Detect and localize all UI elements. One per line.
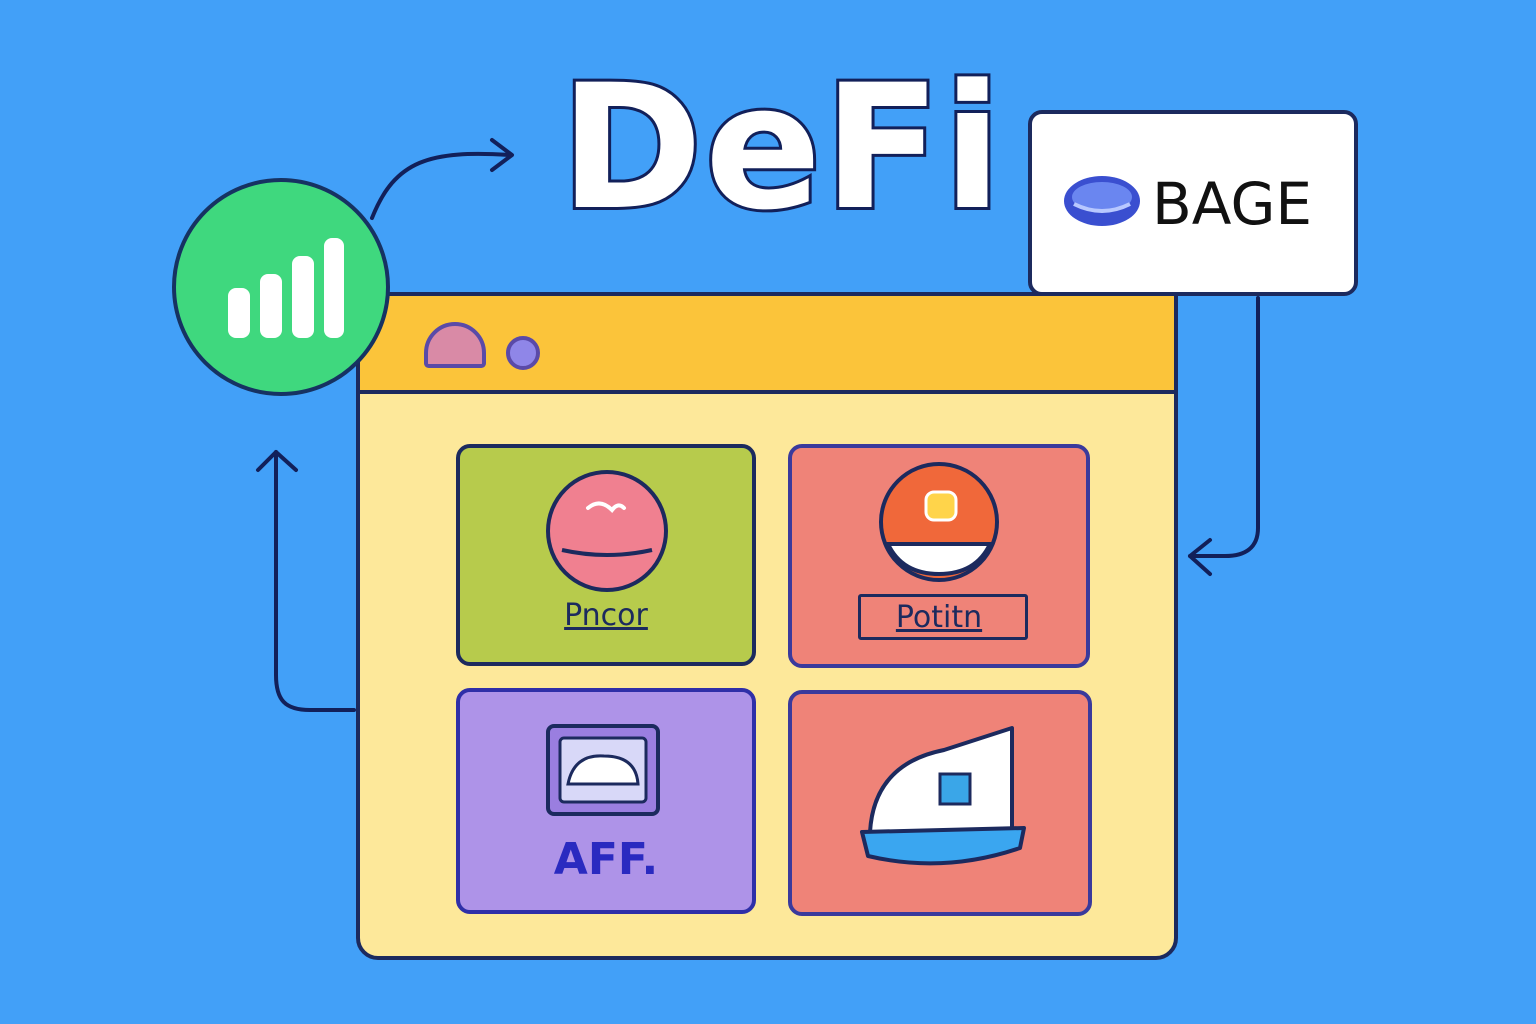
chart-badge[interactable]: [172, 178, 390, 396]
arrow-badge-to-window: [1188, 296, 1260, 558]
tile-label: AFF.: [553, 834, 659, 885]
blue-token-icon: [1064, 176, 1140, 226]
coin-icon: [546, 470, 668, 592]
tile-boat[interactable]: [788, 690, 1092, 916]
tile-label: Potitn: [895, 600, 983, 635]
tile-aff[interactable]: AFF.: [456, 688, 756, 914]
bar-chart-icon: [228, 238, 344, 338]
token-icon: [879, 462, 999, 582]
page-title: DeFi: [557, 47, 1005, 248]
window-titlebar: [360, 296, 1174, 394]
tile-label: Pncor: [564, 598, 648, 633]
tile-label-frame: [858, 594, 1028, 640]
badge-card[interactable]: BAGE: [1028, 110, 1358, 296]
arrow-head-chart: [256, 450, 298, 472]
arrow-window-to-chart: [274, 450, 356, 712]
tile-potitn[interactable]: Potitn: [788, 444, 1090, 668]
arrow-head-title: [490, 138, 514, 172]
app-window: Pncor Potitn AFF.: [356, 292, 1178, 960]
arrow-head-window: [1188, 538, 1212, 576]
badge-label: BAGE: [1152, 170, 1313, 238]
boat-icon: [860, 726, 1026, 866]
dome-icon[interactable]: [424, 322, 486, 368]
arrow-chart-to-title: [370, 151, 512, 220]
tile-pncor[interactable]: Pncor: [456, 444, 756, 666]
card-icon: [546, 724, 660, 816]
dot-icon[interactable]: [506, 336, 540, 370]
